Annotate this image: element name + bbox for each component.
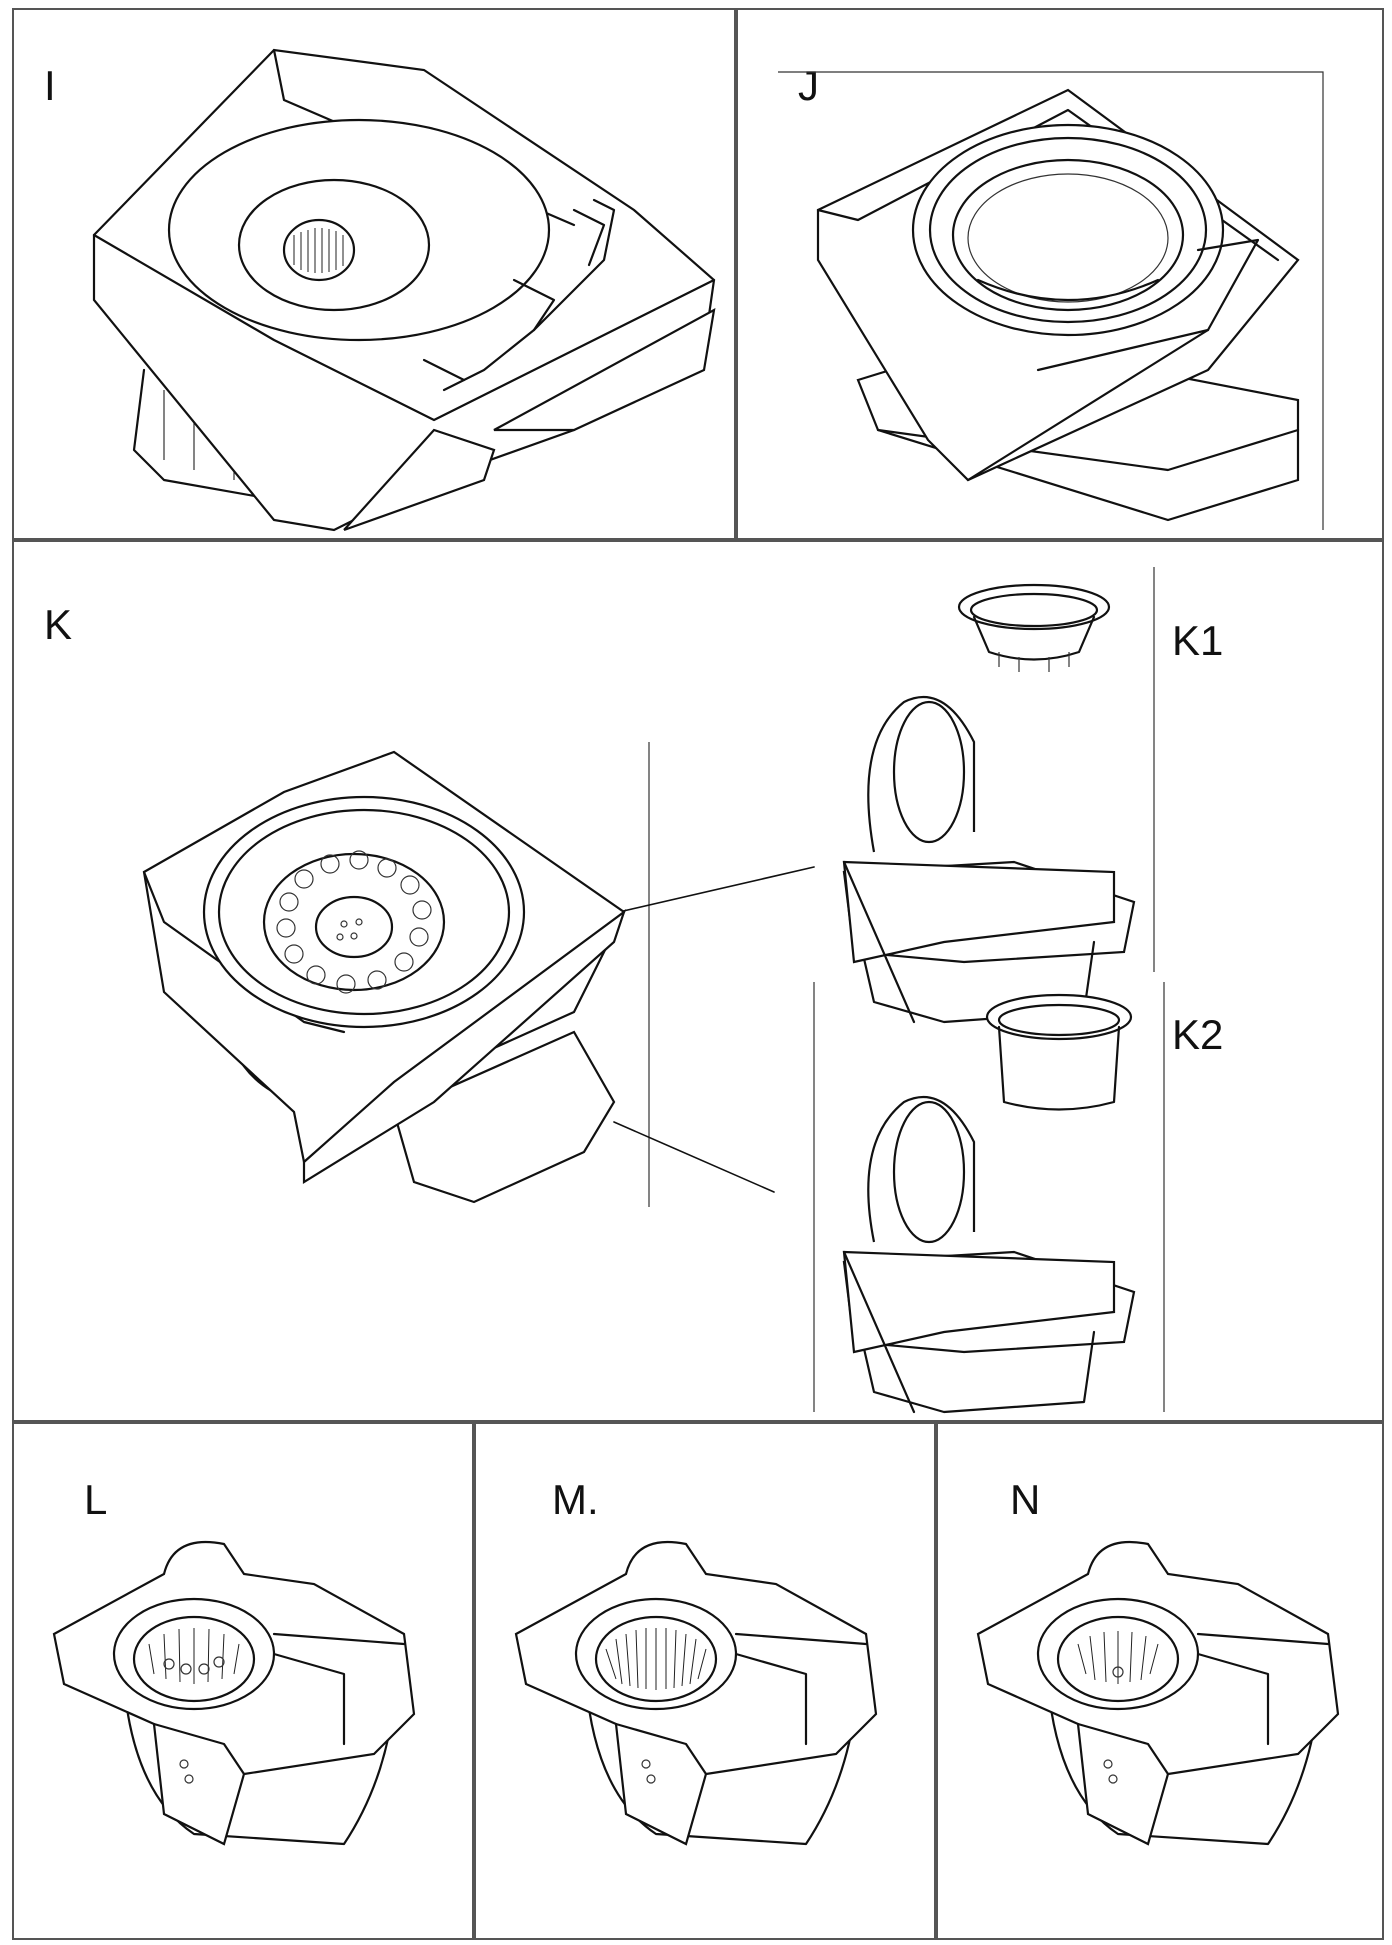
filter-mesh-icon bbox=[605, 1628, 707, 1690]
panel-n: N bbox=[936, 1422, 1384, 1940]
panel-m-label: M. bbox=[552, 1476, 599, 1523]
panel-k2-label: K2 bbox=[1172, 1011, 1224, 1058]
filter-mesh-icon bbox=[293, 228, 344, 273]
filter-basket-icon bbox=[1077, 1631, 1159, 1684]
panel-l: L bbox=[12, 1422, 474, 1940]
panel-k1-label: K1 bbox=[1172, 617, 1224, 664]
panel-l-label: L bbox=[84, 1476, 108, 1523]
filter-holes-icon bbox=[148, 1628, 240, 1684]
panel-k: K K1 K2 bbox=[12, 540, 1384, 1422]
capsule-holder-k-drawing bbox=[142, 567, 1165, 1414]
panel-n-label: N bbox=[1010, 1476, 1041, 1523]
panel-j: J bbox=[736, 8, 1384, 540]
panel-j-label: J bbox=[798, 62, 819, 109]
panel-k-label: K bbox=[44, 601, 73, 648]
panel-m: M. bbox=[474, 1422, 936, 1940]
panel-i-label: I bbox=[44, 62, 56, 109]
capsule-holder-n-drawing bbox=[976, 1540, 1340, 1846]
capsule-holder-l-drawing bbox=[52, 1540, 416, 1846]
holes-icon bbox=[276, 850, 432, 994]
capsule-holder-m-drawing bbox=[514, 1540, 878, 1846]
capsule-holder-i-drawing bbox=[92, 48, 716, 532]
panel-i: I bbox=[12, 8, 736, 540]
capsule-holder-j-drawing bbox=[778, 71, 1324, 530]
